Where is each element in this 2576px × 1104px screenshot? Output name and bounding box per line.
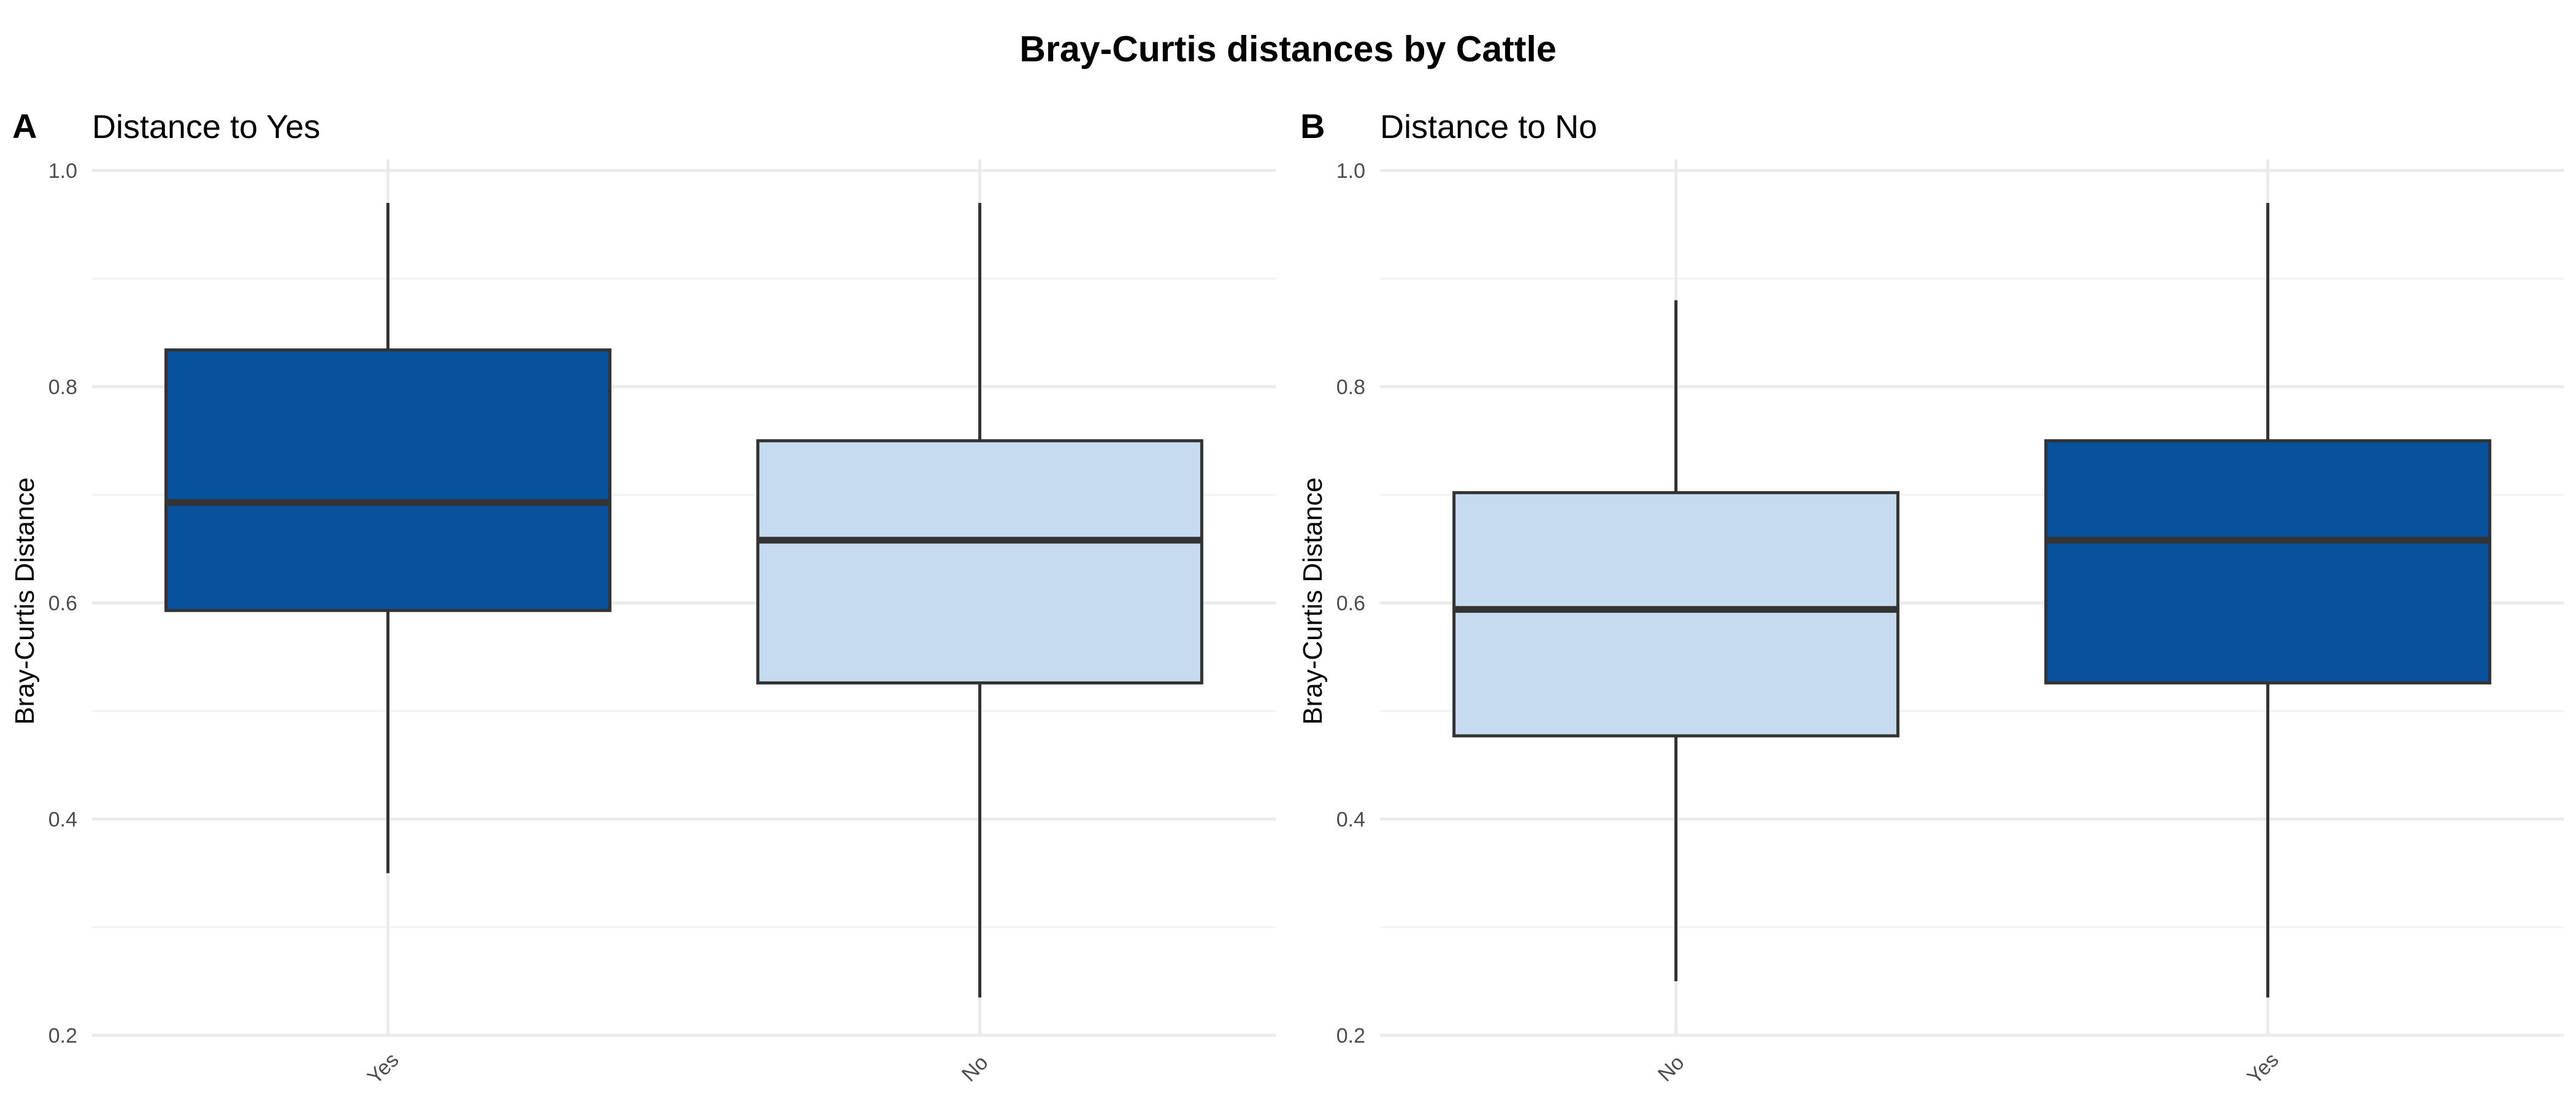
panel-a-box-yes: [164, 202, 611, 873]
figure-title: Bray-Curtis distances by Cattle: [1019, 29, 1556, 69]
panel-b-y-axis-title: Bray-Curtis Distance: [1298, 477, 1328, 724]
panel-b-title: Distance to No: [1380, 109, 1597, 145]
panel-b-y-tick-label: 1.0: [1336, 159, 1365, 183]
panel-b-plot-area: 0.2 0.4 0.6 0.8 1.0No Yes: [1336, 159, 2564, 1089]
panel-a-y-tick-label: 1.0: [48, 159, 77, 183]
panel-a-title: Distance to Yes: [92, 109, 320, 145]
panel-b-x-tick-label: Yes: [2243, 1048, 2283, 1089]
panel-b-y-tick-label: 0.4: [1336, 808, 1365, 832]
panel-a-x-tick-label: Yes: [363, 1048, 404, 1089]
panel-a-y-tick-label: 0.8: [48, 376, 77, 399]
panel-a-x-tick-label: No: [957, 1051, 993, 1086]
panel-b: B Distance to No Bray-Curtis Distance 0.…: [1298, 107, 2564, 1089]
panel-b-box-yes: [2044, 202, 2491, 998]
panel-a-y-tick-label: 0.6: [48, 592, 77, 615]
panel-a-iqr-box: [756, 439, 1203, 684]
panel-a-y-tick-label: 0.2: [48, 1024, 77, 1048]
panel-b-iqr-box: [1452, 491, 1899, 738]
panel-a-iqr-box: [164, 348, 611, 612]
panel-b-x-tick-label: No: [1654, 1051, 1689, 1086]
panel-a: A Distance to Yes Bray-Curtis Distance 0…: [10, 107, 1276, 1089]
panel-a-y-tick-label: 0.4: [48, 808, 77, 832]
panel-a-tag: A: [12, 107, 37, 145]
panel-a-y-axis-title: Bray-Curtis Distance: [10, 477, 40, 724]
panel-a-box-no: [756, 202, 1203, 998]
panel-b-tag: B: [1300, 107, 1325, 145]
panel-b-box-no: [1452, 300, 1899, 981]
panel-b-y-tick-label: 0.2: [1336, 1024, 1365, 1048]
panel-b-iqr-box: [2044, 439, 2491, 684]
panel-b-y-tick-label: 0.6: [1336, 592, 1365, 615]
panel-b-y-tick-label: 0.8: [1336, 376, 1365, 399]
